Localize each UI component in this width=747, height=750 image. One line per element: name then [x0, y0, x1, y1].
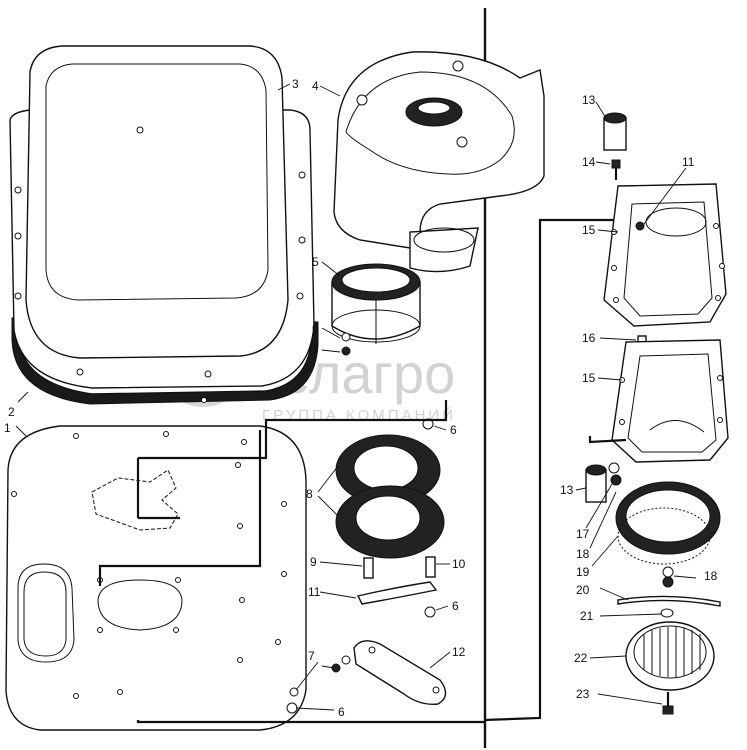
callout-4: 4 [312, 79, 319, 93]
part-19-seal [615, 481, 721, 565]
callout-15-lower: 15 [582, 371, 596, 385]
callout-19: 19 [576, 565, 590, 579]
part-17-washers [608, 462, 622, 486]
part-18-nuts [662, 566, 674, 588]
part-3-cover [9, 45, 319, 405]
part-5-sleeve [331, 263, 421, 344]
callout-11-frame: 11 [682, 155, 695, 169]
callout-7-bottom: 7 [308, 649, 315, 663]
part-1-base-plate [5, 425, 307, 731]
part-13-bushing-top [603, 112, 627, 151]
part-11-strip [356, 581, 438, 605]
callout-2: 2 [8, 405, 15, 419]
callout-17: 17 [576, 527, 590, 541]
callout-11-strip: 11 [308, 585, 321, 599]
leader-lines [15, 83, 697, 711]
part-12-plate [353, 640, 447, 705]
callout-3: 3 [292, 77, 299, 91]
callout-16: 16 [582, 331, 596, 345]
part-20-strap [617, 595, 721, 607]
callout-6-gasket: 6 [450, 423, 457, 437]
callout-21: 21 [580, 609, 594, 623]
callout-22: 22 [574, 651, 588, 665]
callout-23: 23 [576, 687, 590, 701]
callout-1: 1 [4, 421, 11, 435]
callout-6-top: 6 [312, 321, 319, 335]
part-13-bushing-lower [585, 464, 607, 503]
callout-13-top: 13 [582, 93, 596, 107]
part-15-frame-lower [611, 339, 729, 463]
part-8-gaskets [335, 434, 445, 559]
part-21-washer [660, 608, 674, 618]
callout-6-lower: 6 [452, 599, 459, 613]
callout-18-left: 18 [576, 547, 590, 561]
part-23-bolt [662, 692, 674, 715]
callout-6-bottom: 6 [338, 705, 345, 719]
parts-9-10-studs [363, 556, 436, 579]
assembly-lines [98, 218, 627, 724]
callout-10: 10 [452, 557, 466, 571]
callout-5: 5 [312, 255, 319, 269]
callout-8: 8 [306, 487, 313, 501]
callout-7-top: 7 [312, 343, 319, 357]
part-15-frame-upper [603, 183, 727, 327]
callout-15-upper: 15 [582, 223, 596, 237]
nut-6-lower [424, 606, 436, 618]
callout-14: 14 [582, 155, 596, 169]
callout-18-right: 18 [704, 569, 718, 583]
callout-9: 9 [310, 555, 317, 569]
part-22-grille [625, 621, 715, 691]
callout-20: 20 [576, 583, 590, 597]
part-14-bolt [611, 159, 621, 180]
callout-13-lower: 13 [560, 483, 574, 497]
callout-labels: 1 2 3 4 5 6 7 6 8 9 10 11 6 12 7 6 13 14… [4, 77, 718, 719]
callout-12: 12 [452, 645, 466, 659]
part-4-fan-housing [333, 51, 545, 273]
